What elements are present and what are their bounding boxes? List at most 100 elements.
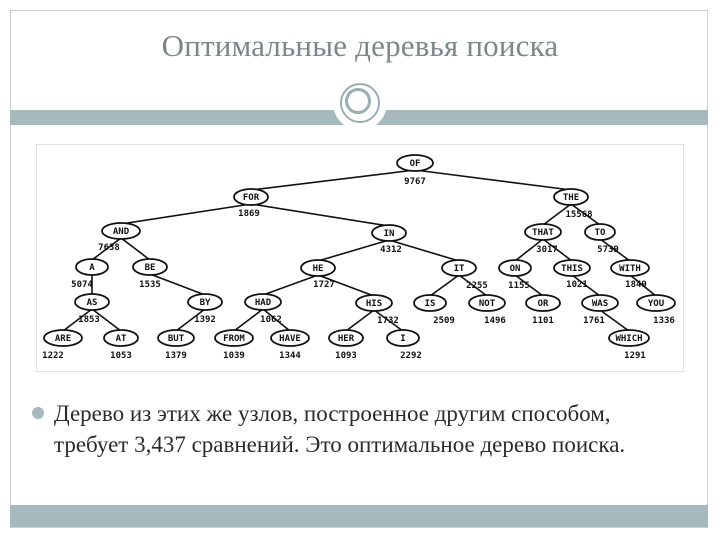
tree-node-oval: [101, 222, 141, 240]
tree-edge-this-was: [571, 274, 601, 297]
tree-edge-in-he: [317, 239, 390, 262]
tree-node-label: THIS: [561, 264, 583, 274]
tree-node-oval: [386, 329, 420, 347]
tree-node-oval: [524, 223, 562, 241]
tree-svg: OF9767FOR1869THE15568AND7638IN4312THAT30…: [42, 154, 676, 361]
tree-edge-be-by: [149, 273, 206, 296]
bullet-dot-icon: [32, 407, 44, 419]
tree-node-value: 1101: [532, 316, 554, 326]
tree-node-label: AND: [113, 227, 130, 237]
tree-node-oval: [74, 293, 110, 311]
tree-node-value: 1869: [238, 209, 260, 219]
tree-node-oval: [75, 258, 109, 276]
tree-edge-was-which: [599, 309, 630, 332]
tree-node-label: HER: [338, 334, 355, 344]
tree-edge-he-had: [262, 274, 319, 296]
tree-node-oval: [441, 259, 477, 277]
tree-node-oval: [300, 259, 336, 277]
tree-node-oval: [270, 329, 310, 347]
tree-edge-with-you: [629, 274, 657, 297]
tree-node-label: THAT: [532, 228, 554, 238]
tree-node-label: IN: [384, 229, 395, 239]
tree-node-oval: [187, 293, 223, 311]
tree-node-he: HE 1727: [300, 259, 336, 290]
tree-edge-on-or: [514, 274, 544, 297]
tree-node-label: BUT: [168, 334, 185, 344]
tree-node-label: IT: [454, 264, 465, 274]
tree-edge-his-her: [345, 309, 375, 332]
tree-node-value: 1849: [625, 280, 647, 290]
tree-node-her: HER 1093: [328, 329, 364, 361]
tree-node-value: 7638: [98, 243, 120, 253]
circle-ornament-icon: [333, 76, 387, 130]
tree-node-label: WAS: [592, 299, 608, 309]
tree-node-label: BY: [200, 298, 211, 308]
tree-node-label: ON: [510, 264, 521, 274]
slide-title: Оптимальные деревья поиска: [161, 28, 559, 63]
tree-edge-it-is: [429, 274, 460, 297]
tree-node-value: 1222: [42, 351, 64, 361]
tree-node-oval: [498, 259, 532, 277]
tree-node-label: THE: [563, 193, 579, 203]
tree-node-label: WHICH: [615, 334, 642, 344]
tree-node-value: 1344: [279, 351, 301, 361]
tree-edge-of-for: [250, 169, 416, 191]
tree-node-label: WITH: [619, 264, 641, 274]
tree-node-value: 1727: [313, 280, 335, 290]
tree-edge-as-are: [62, 308, 93, 332]
tree-node-at: AT 1053: [103, 329, 139, 361]
tree-node-value: 1155: [508, 281, 530, 291]
tree-node-value: 2255: [466, 281, 488, 291]
tree-node-oval: [525, 294, 561, 312]
tree-node-oval: [328, 329, 364, 347]
tree-node-label: HIS: [366, 299, 382, 309]
tree-node-label: AT: [116, 334, 127, 344]
tree-node-value: 1053: [110, 351, 132, 361]
tree-node-value: 5739: [597, 245, 619, 255]
tree-node-value: 1732: [377, 316, 399, 326]
tree-node-oval: [233, 188, 269, 206]
tree-node-oval: [43, 329, 83, 347]
tree-edge-had-from: [233, 308, 264, 332]
tree-node-label: YOU: [648, 299, 664, 309]
tree-node-value: 1291: [624, 351, 646, 361]
tree-node-label: ARE: [55, 334, 71, 344]
tree-node-to: TO 5739: [584, 223, 619, 255]
tree-node-value: 1853: [78, 315, 100, 325]
tree-node-label: I: [400, 334, 405, 344]
tree-node-label: HE: [313, 264, 324, 274]
tree-node-oval: [636, 294, 676, 312]
tree-node-label: TO: [595, 228, 606, 238]
tree-edge-in-it: [388, 239, 460, 262]
tree-node-oval: [413, 294, 447, 312]
ornament-inner-ring: [345, 88, 371, 114]
tree-node-oval: [608, 329, 650, 347]
tree-node-value: 5074: [71, 280, 93, 290]
ornament-outer-ring: [340, 83, 380, 123]
tree-edge-his-i: [373, 309, 404, 332]
tree-node-oval: [214, 329, 254, 347]
tree-edge-it-not: [458, 274, 488, 297]
footer-band: [10, 505, 708, 527]
tree-node-oval: [132, 258, 168, 276]
tree-node-oval: [396, 154, 434, 172]
tree-node-on: ON 1155: [498, 259, 532, 291]
tree-node-was: WAS 1761: [581, 294, 619, 326]
tree-node-value: 1496: [484, 316, 506, 326]
tree-node-label: HAVE: [279, 334, 301, 344]
bullet-text: Дерево из этих же узлов, построенное дру…: [54, 401, 626, 457]
tree-node-value: 1039: [223, 351, 245, 361]
tree-node-value: 1093: [335, 351, 357, 361]
tree-node-value: 1761: [583, 316, 605, 326]
